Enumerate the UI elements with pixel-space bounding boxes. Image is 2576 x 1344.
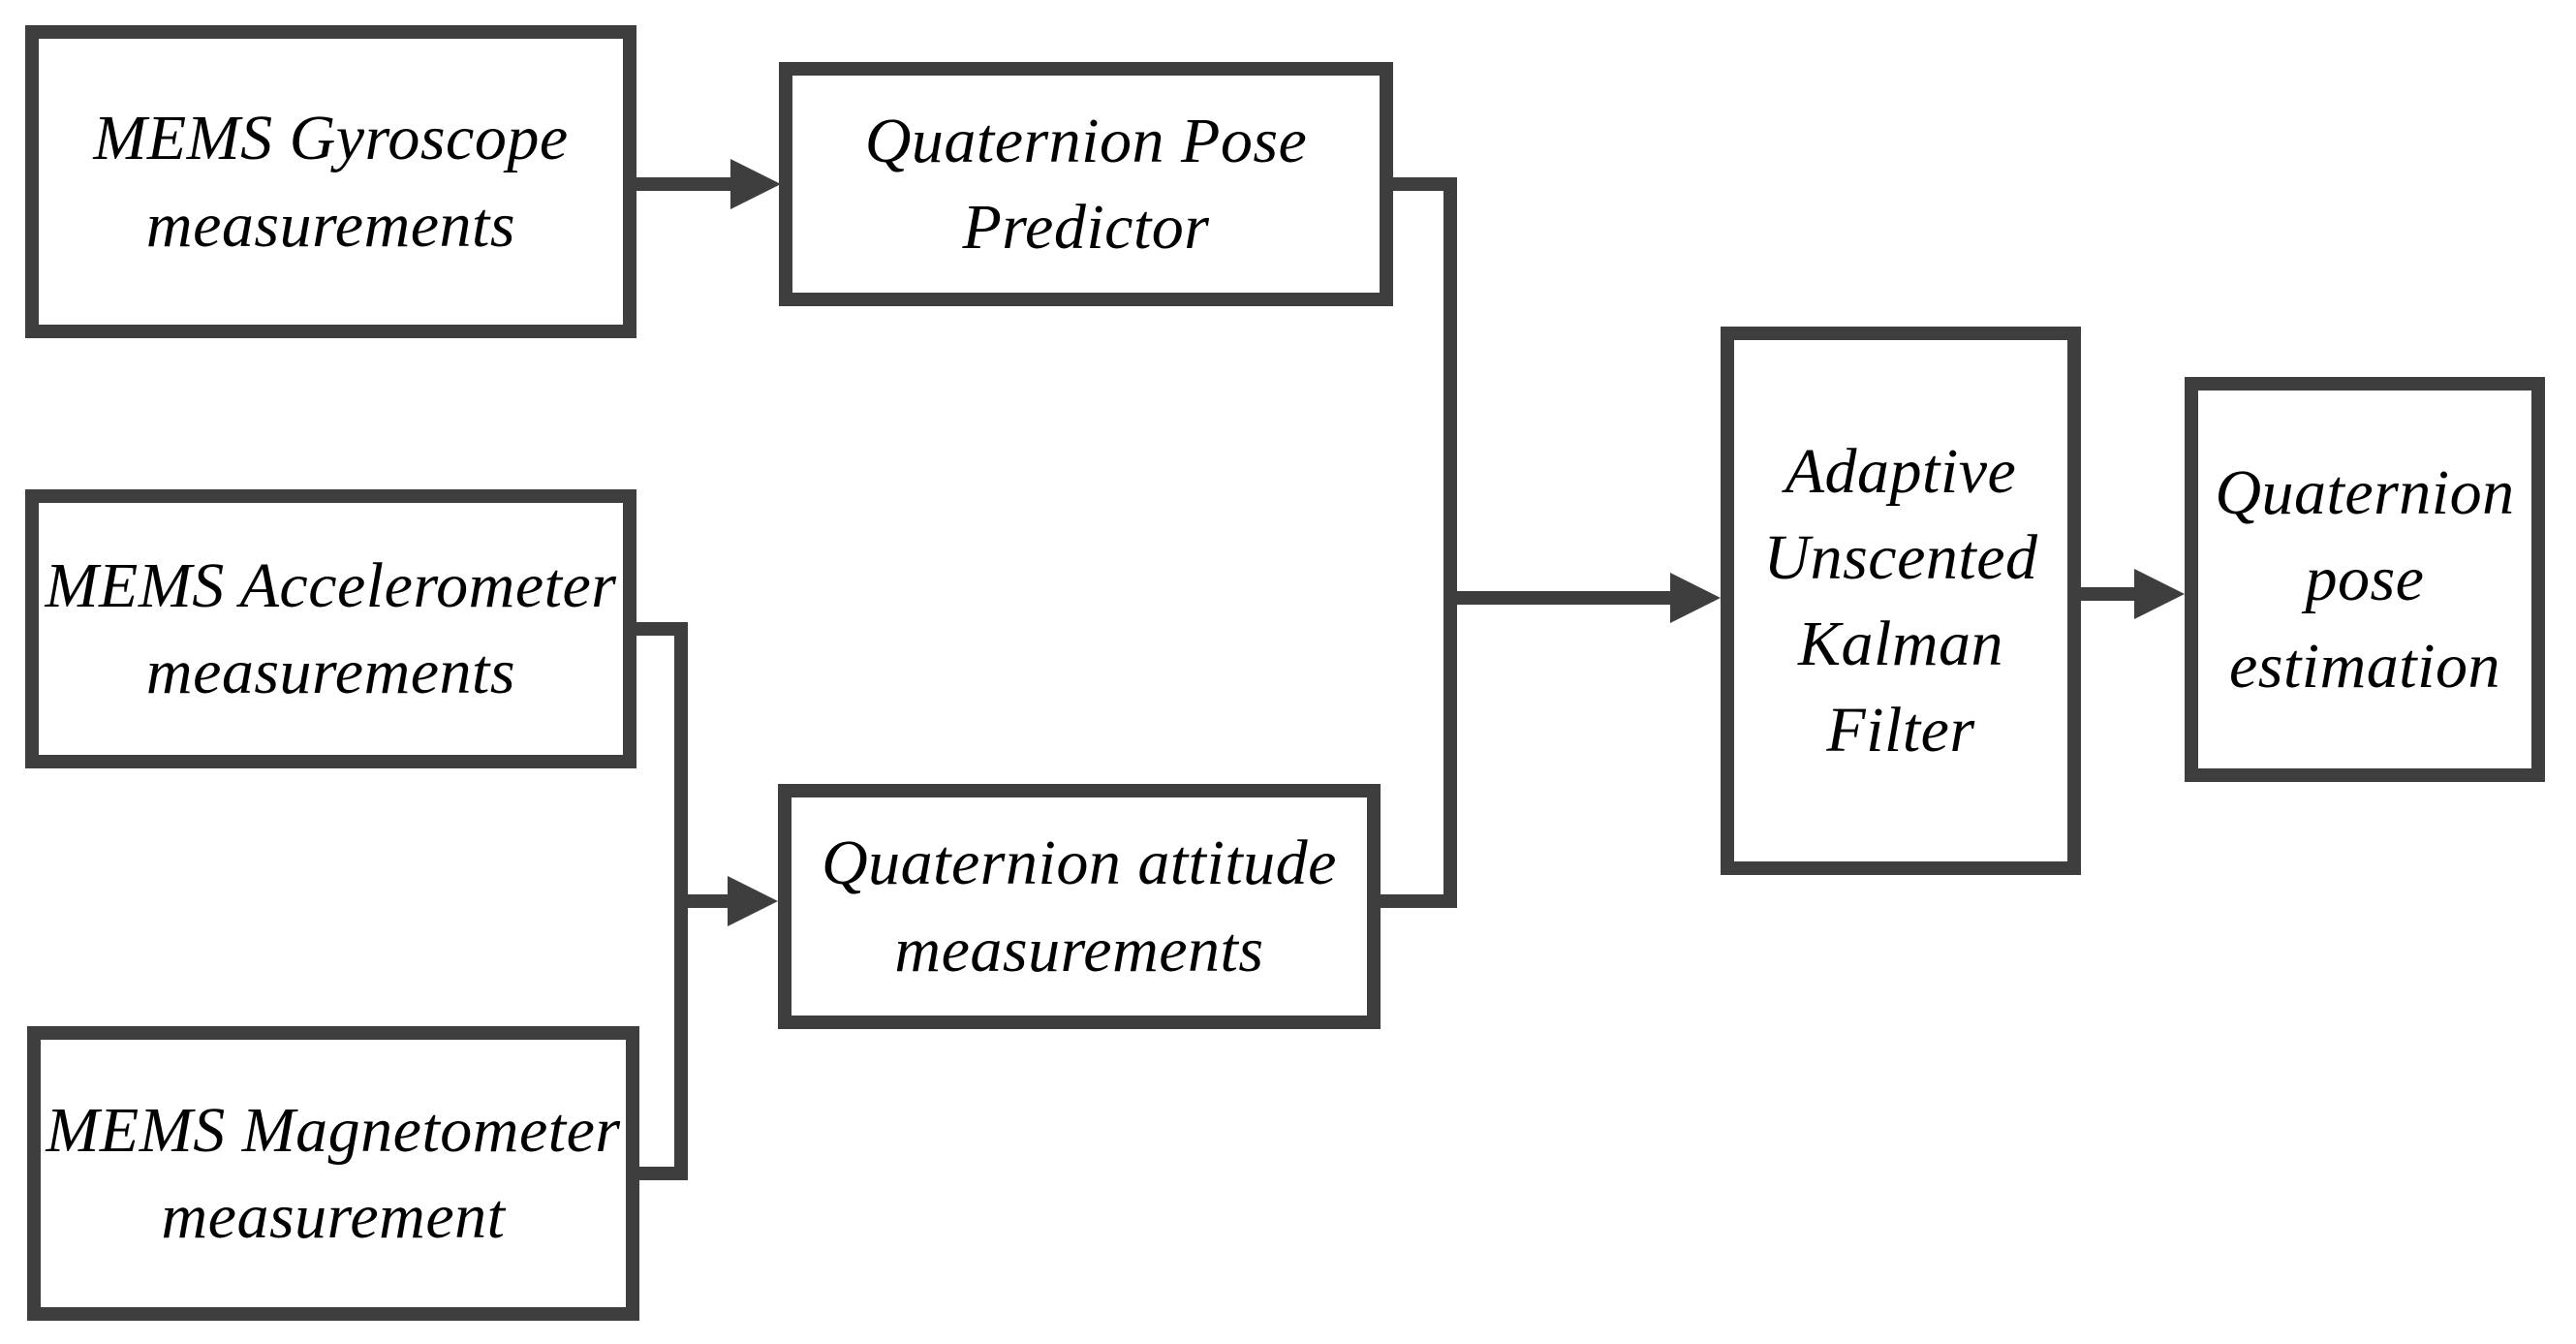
box-mems-gyroscope-measurements: MEMS Gyroscope measurements (25, 25, 636, 338)
box-label-quaternion-pose-predictor: Quaternion Pose Predictor (864, 105, 1308, 263)
arrowhead-into-attitude-icon (728, 876, 778, 926)
connector-attitude-exit (1381, 894, 1457, 908)
box-mems-magnetometer-measurement: MEMS Magnetometer measurement (27, 1026, 639, 1321)
box-label-quaternion-pose-estimation: Quaternion pose estimation (2215, 457, 2515, 702)
arrowhead-into-kalman-icon (1670, 573, 1721, 623)
arrowhead-into-predictor-icon (730, 159, 781, 209)
connector-kalman-to-estimation (2081, 587, 2134, 601)
box-quaternion-attitude-measurements: Quaternion attitude measurements (778, 784, 1381, 1029)
box-label-quaternion-attitude-measurements: Quaternion attitude measurements (822, 828, 1337, 985)
box-label-mems-gyroscope-measurements: MEMS Gyroscope measurements (93, 103, 569, 261)
box-adaptive-unscented-kalman-filter: Adaptive Unscented Kalman Filter (1721, 327, 2081, 875)
arrowhead-into-estimation-icon (2134, 569, 2185, 619)
connector-merge-to-attitude (674, 894, 728, 908)
box-label-mems-magnetometer-measurement: MEMS Magnetometer measurement (46, 1094, 621, 1252)
box-mems-accelerometer-measurements: MEMS Accelerometer measurements (25, 489, 636, 768)
box-label-mems-accelerometer-measurements: MEMS Accelerometer measurements (45, 549, 617, 707)
box-quaternion-pose-predictor: Quaternion Pose Predictor (779, 62, 1393, 306)
connector-predictor-exit (1393, 177, 1457, 191)
connector-right-merge-vertical (1443, 177, 1457, 908)
box-label-adaptive-unscented-kalman-filter: Adaptive Unscented Kalman Filter (1763, 435, 2038, 766)
box-quaternion-pose-estimation: Quaternion pose estimation (2185, 377, 2545, 782)
connector-gyro-to-predictor (636, 177, 730, 191)
connector-magnetometer-exit (639, 1167, 688, 1180)
connector-merge-to-kalman (1443, 591, 1670, 605)
